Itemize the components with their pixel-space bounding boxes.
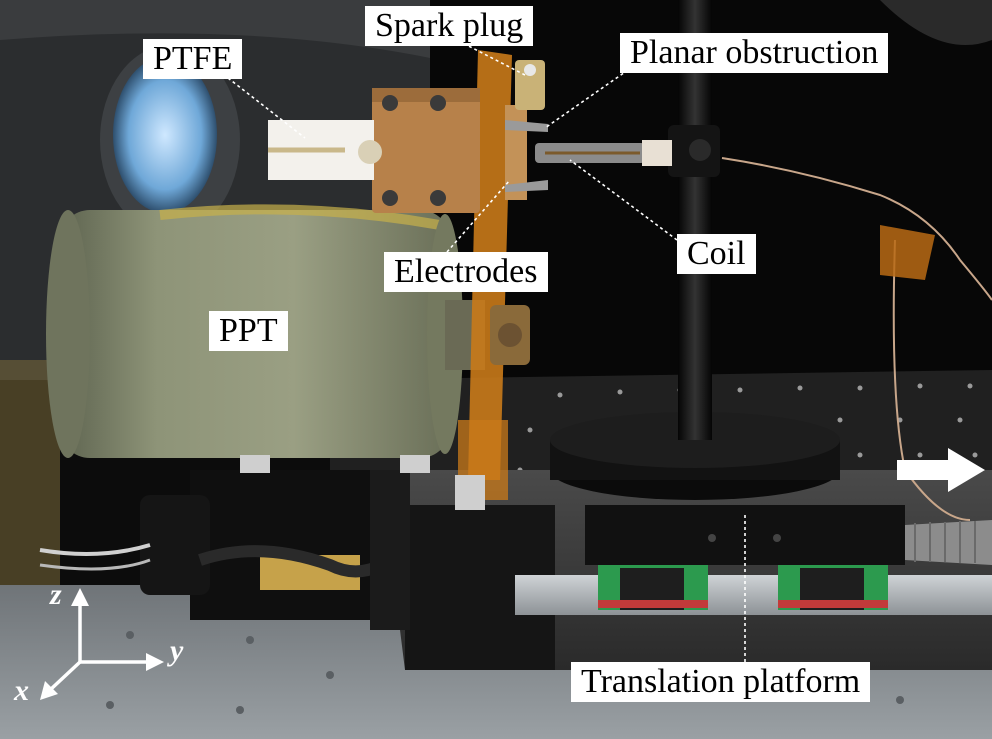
axis-label-z: z: [50, 578, 62, 611]
axis-label-x: x: [14, 674, 29, 707]
spark-plug-body: [515, 60, 545, 110]
label-ptfe: PTFE: [143, 39, 243, 79]
viewport-window: [113, 57, 217, 213]
guide-rail: [515, 575, 992, 615]
electrode-block: [372, 88, 480, 213]
axis-label-y: y: [170, 634, 184, 667]
direction-arrow: [897, 448, 985, 492]
label-planar-obstruction: Planar obstruction: [620, 33, 889, 73]
label-ppt: PPT: [209, 311, 288, 351]
label-coil: Coil: [677, 234, 756, 274]
stand-rod: [678, 0, 712, 440]
coordinate-axes: [40, 588, 164, 700]
stepper-motor: [190, 470, 380, 620]
rail-carriages: [598, 565, 888, 610]
label-translation-platform: Translation platform: [571, 662, 871, 702]
label-spark-plug: Spark plug: [365, 6, 534, 46]
ball-screw: [905, 520, 992, 565]
label-electrodes: Electrodes: [384, 252, 548, 292]
